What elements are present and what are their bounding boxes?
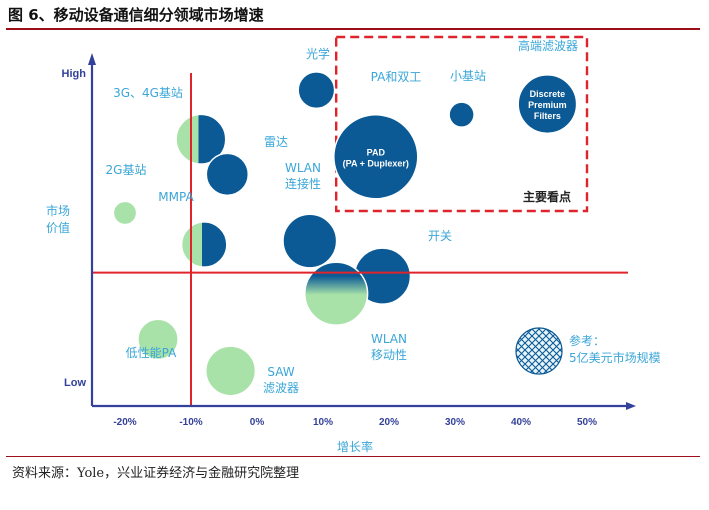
- x-tick-label: -10%: [179, 417, 202, 428]
- title-rule: [6, 28, 700, 30]
- bubble-0: [297, 71, 336, 110]
- bubble-inner-text: Filters: [534, 111, 561, 121]
- x-axis-arrow: [626, 402, 636, 410]
- x-tick-label: 0%: [250, 417, 265, 428]
- bubble-label-4: 3G、4G基站: [113, 86, 183, 100]
- bubble-label-8: 连接性: [285, 176, 321, 191]
- y-axis-title-line2: 价值: [46, 220, 70, 235]
- legend-label-line1: 参考：: [569, 333, 605, 348]
- x-tick-label: 50%: [577, 417, 597, 428]
- y-axis-title-line1: 市场: [46, 203, 70, 218]
- bubble-chart: 主要看点 PAD(PA + Duplexer) DiscretePremiumFi…: [46, 35, 661, 454]
- highlight-box: [335, 35, 589, 213]
- source-rule: [6, 456, 700, 457]
- bubble-label-11: 低性能PA: [126, 346, 177, 360]
- bubble-4: [175, 113, 227, 165]
- x-tick-label: 40%: [511, 417, 531, 428]
- bubble-label-7: MMPA: [158, 190, 194, 204]
- bubble-3: [517, 74, 578, 135]
- bubble-inner-text: (PA + Duplexer): [343, 158, 409, 168]
- bubble-label-10: 移动性: [371, 348, 407, 362]
- bubble-1: [333, 114, 419, 200]
- bubble-11: [137, 318, 179, 361]
- y-tick-low: Low: [64, 377, 86, 389]
- bubble-label-9: 开关: [428, 229, 452, 243]
- bubble-label-3: 高端滤波器: [518, 38, 578, 53]
- bubble-label-2: 小基站: [450, 69, 486, 83]
- source-note: 资料来源：Yole，兴业证券经济与金融研究院整理: [12, 466, 300, 481]
- bubble-5: [205, 152, 250, 197]
- bubble-label-0: 光学: [306, 46, 330, 61]
- bubble-inner-text: Premium: [528, 100, 567, 110]
- x-tick-label: 20%: [379, 417, 399, 428]
- bubble-2: [448, 101, 475, 128]
- bubble-label-8: WLAN: [285, 161, 321, 175]
- bubble-6: [112, 200, 138, 226]
- highlight-box-label: 主要看点: [523, 189, 571, 204]
- figure-title: 图 6、移动设备通信细分领域市场增速: [8, 6, 264, 24]
- x-axis-title: 增长率: [337, 439, 373, 454]
- bubble-label-1: PA和双工: [371, 70, 422, 84]
- y-axis-arrow: [88, 53, 96, 65]
- bubble-12: [205, 345, 257, 397]
- bubble-label-12: SAW: [267, 365, 294, 379]
- bubble-label-5: 雷达: [264, 135, 288, 149]
- x-tick-label: 10%: [313, 417, 333, 428]
- bubble-inner-text: Discrete: [530, 89, 566, 99]
- y-tick-high: High: [62, 68, 87, 80]
- x-tick-label: -20%: [113, 417, 136, 428]
- bubble-label-6: 2G基站: [106, 163, 147, 177]
- bubble-inner-text: PAD: [367, 147, 386, 157]
- legend-label-line2: 5亿美元市场规模: [569, 350, 661, 365]
- bubble-label-10: WLAN: [371, 332, 407, 346]
- bubble-label-12: 滤波器: [263, 381, 299, 395]
- bubble-8: [282, 213, 338, 269]
- x-tick-label: 30%: [445, 417, 465, 428]
- legend-reference-circle: [515, 327, 563, 375]
- bubble-7: [180, 221, 228, 268]
- bubble-10: [304, 261, 369, 326]
